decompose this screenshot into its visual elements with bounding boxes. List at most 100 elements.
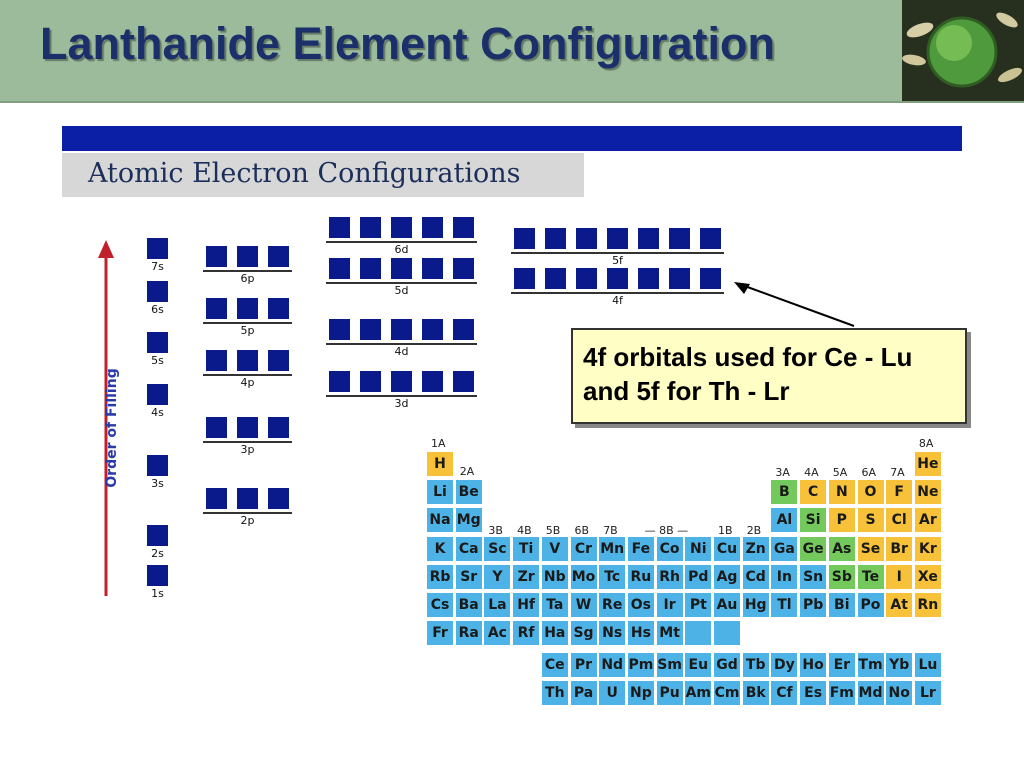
orbital-box [669, 228, 690, 249]
element-Zr: Zr [513, 565, 540, 589]
element-Na: Na [427, 508, 453, 532]
element-Pu: Pu [656, 681, 683, 705]
element-In: In [771, 565, 798, 589]
element-Rn: Rn [914, 593, 941, 617]
element-At: At [886, 593, 913, 617]
orbital-box [638, 228, 659, 249]
group-label: 7A [890, 466, 905, 479]
element-Eu: Eu [685, 653, 712, 677]
orbital-box [237, 488, 258, 509]
callout-pointer-arrow [734, 282, 855, 327]
orbital-box [268, 488, 289, 509]
element-S: S [857, 508, 884, 532]
element-Sc: Sc [484, 537, 511, 561]
group-label: 4A [804, 466, 819, 479]
element-B: B [771, 480, 798, 504]
slide-header: Lanthanide Element Configuration [0, 0, 1024, 103]
element-Th: Th [541, 681, 568, 705]
orbital-box [453, 371, 474, 392]
element-Er: Er [828, 653, 855, 677]
element-Mo: Mo [570, 565, 597, 589]
orbital-box [422, 371, 443, 392]
element-Sr: Sr [455, 565, 482, 589]
element-N: N [828, 480, 855, 504]
orbital-line [326, 395, 477, 397]
element-Ho: Ho [800, 653, 827, 677]
element-empty [685, 621, 712, 645]
orbital-box [360, 371, 381, 392]
element-No: No [886, 681, 913, 705]
slide-title: Lanthanide Element Configuration [40, 18, 776, 69]
element-Rh: Rh [656, 565, 683, 589]
element-Co: Co [656, 537, 683, 561]
element-Es: Es [800, 681, 827, 705]
group-label: 5A [832, 466, 848, 479]
orbital-box [607, 228, 628, 249]
orbital-line [203, 374, 292, 376]
element-Pt: Pt [685, 593, 712, 617]
group-label: 7B [603, 524, 618, 537]
orbital-box [147, 384, 168, 405]
element-Cs: Cs [427, 593, 453, 617]
orbital-set-6p: 6p [203, 246, 292, 286]
element-Sb: Sb [828, 565, 855, 589]
orbital-box [329, 371, 350, 392]
orbital-box [329, 258, 350, 279]
orbital-line [203, 441, 292, 443]
orbital-line [326, 282, 477, 284]
group-label: 1A [431, 437, 446, 450]
orbital-label: 1s [151, 587, 164, 600]
orbital-label: 4s [151, 406, 164, 419]
orbital-label: 4p [240, 376, 255, 389]
group-label: — 8B — [644, 524, 689, 537]
element-Os: Os [627, 593, 654, 617]
element-Ce: Ce [541, 653, 568, 677]
element-Cu: Cu [714, 537, 740, 561]
element-As: As [828, 537, 855, 561]
orbital-box [669, 268, 690, 289]
orbital-label: 5f [612, 254, 623, 267]
orbital-line [326, 343, 477, 345]
element-Pb: Pb [800, 593, 827, 617]
group-label: 8A [918, 437, 934, 450]
orbital-set-2s: 2s [147, 525, 168, 565]
orbital-box [268, 246, 289, 267]
orbital-set-7s: 7s [147, 238, 168, 278]
group-label: 6A [861, 466, 877, 479]
orbital-line [326, 241, 477, 243]
element-Am: Am [685, 681, 712, 705]
orbital-box [700, 268, 721, 289]
group-label: 5B [545, 524, 561, 537]
orbital-box [237, 246, 258, 267]
orbital-box [147, 455, 168, 476]
orbital-label: 3s [151, 477, 164, 490]
element-Pd: Pd [685, 565, 712, 589]
orbital-set-1s: 1s [147, 565, 168, 605]
orbital-box [147, 332, 168, 353]
element-Mt: Mt [656, 621, 683, 645]
orbital-box [576, 268, 597, 289]
element-Y: Y [484, 565, 511, 589]
orbital-box [391, 371, 412, 392]
element-Pm: Pm [627, 653, 654, 677]
element-Cr: Cr [570, 537, 597, 561]
element-Fe: Fe [627, 537, 654, 561]
orbital-box [545, 228, 566, 249]
element-Ra: Ra [455, 621, 482, 645]
orbital-box [206, 350, 227, 371]
orbital-label: 4d [394, 345, 409, 358]
orbital-label: 5s [151, 354, 164, 367]
element-Tl: Tl [771, 593, 798, 617]
group-label: 6B [574, 524, 590, 537]
callout-text: 4f orbitals used for Ce - Lu and 5f for … [583, 342, 913, 406]
group-label: 2B [746, 524, 762, 537]
orbital-label: 6s [151, 303, 164, 316]
element-Ac: Ac [484, 621, 511, 645]
orbital-set-5s: 5s [147, 332, 168, 372]
element-W: W [570, 593, 597, 617]
element-Tm: Tm [857, 653, 884, 677]
element-Gd: Gd [714, 653, 740, 677]
orbital-set-5f: 5f [511, 228, 724, 268]
orbital-label: 5d [394, 284, 409, 297]
orbital-label: 5p [240, 324, 255, 337]
